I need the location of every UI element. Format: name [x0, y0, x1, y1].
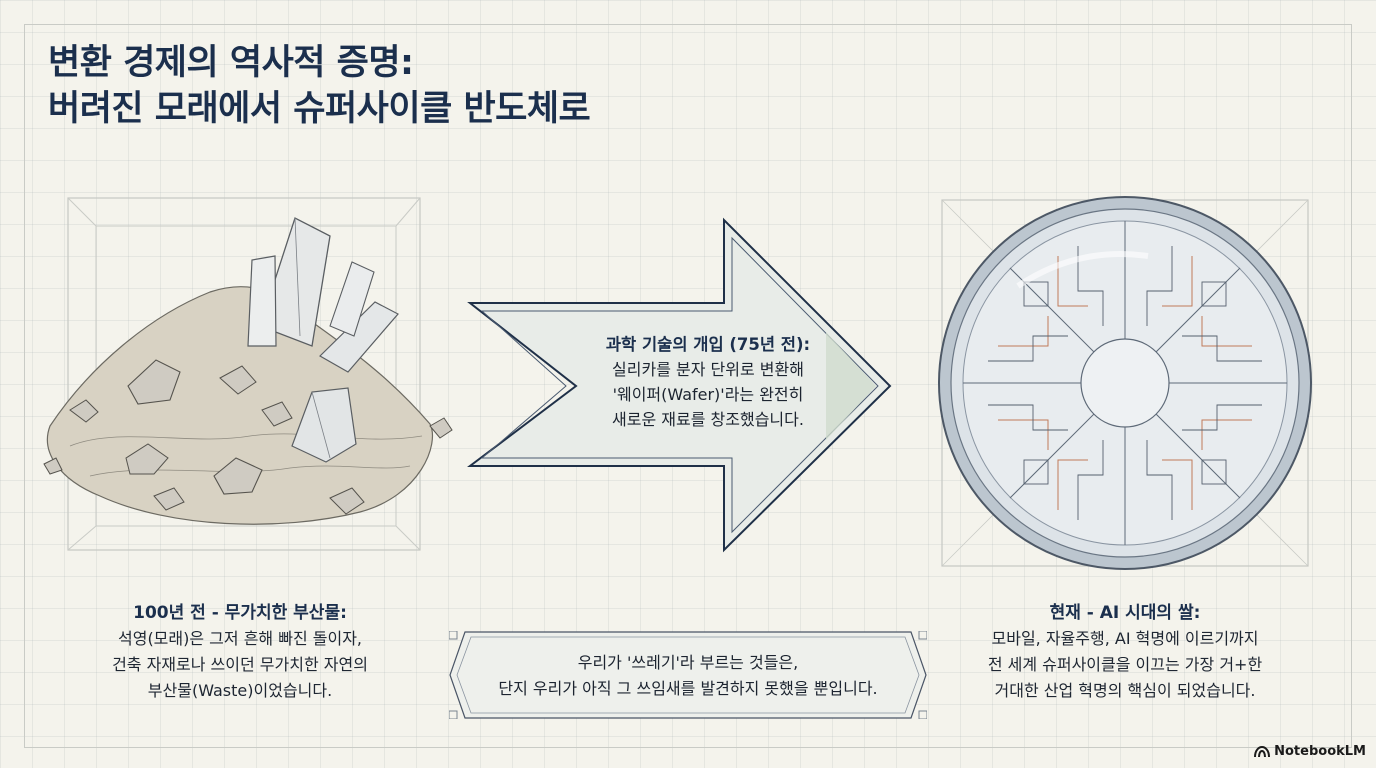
past-line-1: 석영(모래)은 그저 흔해 빠진 돌이자,: [118, 629, 362, 648]
present-line-2: 전 세계 슈퍼사이클을 이끄는 가장 거+한: [987, 655, 1263, 674]
title-line-1: 변환 경제의 역사적 증명:: [48, 43, 414, 83]
silicon-wafer-illustration: [938, 196, 1312, 570]
present-line-1: 모바일, 자율주행, AI 혁명에 이르기까지: [991, 629, 1259, 648]
transformation-arrow: [467, 217, 892, 553]
arrow-line-2: '웨이퍼(Wafer)'라는 완전히: [612, 385, 804, 404]
arrow-line-3: 새로운 재료를 창조했습니다.: [612, 410, 804, 429]
arrow-heading: 과학 기술의 개입 (75년 전):: [605, 335, 811, 354]
notebooklm-logo-icon: [1254, 745, 1271, 757]
present-heading: 현재 - AI 시대의 쌀:: [1049, 603, 1201, 623]
title-line-2: 버려진 모래에서 슈퍼사이클 반도체로: [48, 89, 591, 129]
arrow-line-1: 실리카를 분자 단위로 변환해: [612, 360, 804, 379]
past-line-2: 건축 자재로나 쓰이던 무가치한 자연의: [112, 655, 368, 674]
quote-line-2: 단지 우리가 아직 그 쓰임새를 발견하지 못했을 뿐입니다.: [498, 679, 878, 698]
brand-watermark: NotebookLM: [1254, 744, 1366, 759]
quote-text: 우리가 '쓰레기'라 부르는 것들은, 단지 우리가 아직 그 쓰임새를 발견하…: [449, 650, 927, 702]
present-caption: 현재 - AI 시대의 쌀: 모바일, 자율주행, AI 혁명에 이르기까지 전…: [945, 600, 1305, 704]
quartz-sand-illustration: [43, 197, 453, 551]
brand-name: NotebookLM: [1274, 744, 1366, 759]
past-heading: 100년 전 - 무가치한 부산물:: [133, 603, 347, 623]
quote-box: [449, 631, 927, 719]
past-line-3: 부산물(Waste)이었습니다.: [147, 681, 333, 700]
page-frame: [24, 24, 1352, 748]
page-title: 변환 경제의 역사적 증명: 버려진 모래에서 슈퍼사이클 반도체로: [48, 40, 591, 132]
present-line-3: 거대한 산업 혁명의 핵심이 되었습니다.: [994, 681, 1256, 700]
arrow-description: 과학 기술의 개입 (75년 전): 실리카를 분자 단위로 변환해 '웨이퍼(…: [548, 332, 868, 432]
quote-line-1: 우리가 '쓰레기'라 부르는 것들은,: [577, 653, 799, 672]
past-caption: 100년 전 - 무가치한 부산물: 석영(모래)은 그저 흔해 빠진 돌이자,…: [50, 600, 430, 704]
